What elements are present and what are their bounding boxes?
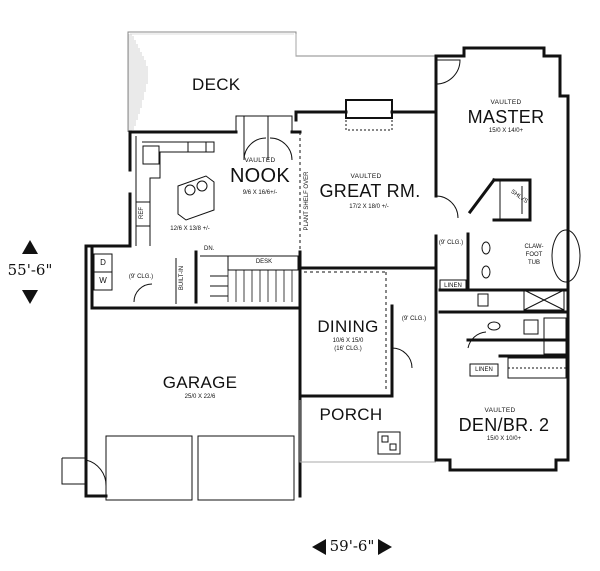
den-label: DEN/BR. 2 [458,415,550,435]
arrow-left-icon [312,539,326,555]
deck-outline [127,31,436,132]
dining-label: DINING [317,317,379,336]
garage-size: 25/0 X 22/6 [184,394,216,400]
tub-label-3: TUB [528,260,540,266]
dining-ceiling: (16' CLG.) [334,346,362,352]
depth-dimension: 55'-6" [7,261,53,279]
arrow-down-icon [22,290,38,304]
plant-shelf-label: PLANT SHELF OVER [304,171,310,231]
den-note: VAULTED [484,407,516,414]
hall-ceiling: (9' CLG.) [401,316,427,322]
bath-ceiling: (9' CLG.) [438,240,464,246]
arrow-up-icon [22,240,38,254]
dimension-arrows [22,240,392,555]
nook-note: VAULTED [244,157,276,164]
master-note: VAULTED [490,99,522,106]
dining-size: 10/6 X 15/0 [332,338,364,344]
porch-label: PORCH [319,405,383,424]
deck-label: DECK [192,75,241,94]
nook-size: 9/6 X 16/6+/- [242,190,278,196]
tub-label-1: CLAW- [524,244,544,250]
desk-label: DESK [255,259,273,265]
garage-label: GARAGE [162,373,238,392]
arrow-right-icon [378,539,392,555]
deck-hatch [128,33,297,132]
den-size: 15/0 X 10/0+ [486,436,522,442]
down-label: DN. [204,246,215,252]
tub-label-2: FOOT [525,252,543,258]
great-room-size: 17/2 X 18/0 +/- [349,204,389,210]
kitchen-size: 12/6 X 13/8 +/- [170,226,210,232]
nook-label: NOOK [229,165,291,187]
linen-lower: LINEN [475,367,493,373]
laundry-ceiling: (9' CLG.) [128,274,154,280]
great-room-label: GREAT RM. [319,181,421,201]
ref-label: REF [139,207,145,219]
master-label: MASTER [467,107,545,127]
built-in-label: BUILT-IN [179,265,185,291]
master-size: 15/0 X 14/0+ [488,128,524,134]
linen-upper: LINEN [444,283,462,289]
width-dimension: 59'-6" [329,537,375,555]
fixtures-thin [61,59,581,501]
dryer-label: D [100,258,106,267]
walls [84,46,570,498]
washer-label: W [99,276,107,285]
great-room-note: VAULTED [350,173,382,180]
